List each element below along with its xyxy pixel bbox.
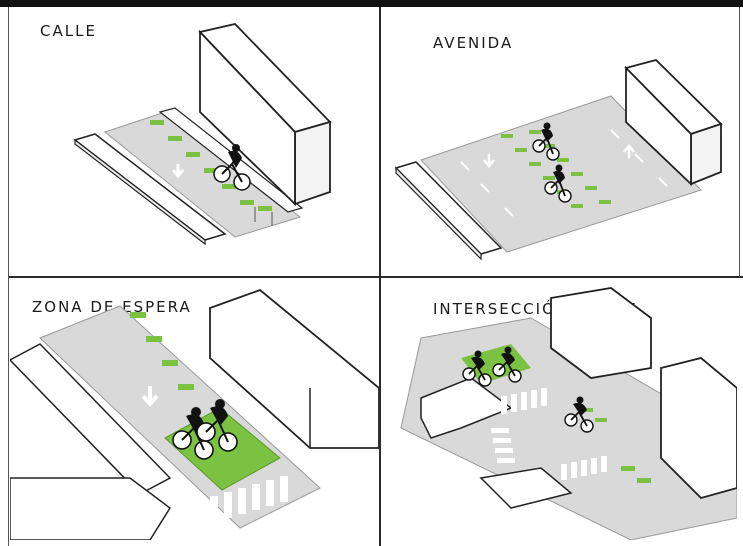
calle-illustration: [73, 23, 332, 246]
cyclist-icon: [492, 346, 522, 383]
panel-zona-de-espera: ZONA DE ESPERA: [10, 278, 379, 540]
top-border: [0, 0, 743, 7]
panel-title: AVENIDA: [433, 34, 514, 52]
panel-title: CALLE: [40, 22, 97, 40]
cyclist-icon: [172, 407, 214, 460]
cyclist-icon: [213, 144, 251, 191]
zona-espera-illustration: [10, 288, 379, 540]
panel-calle: CALLE: [10, 12, 379, 276]
horizontal-divider: [8, 276, 743, 278]
avenida-illustration: [394, 58, 723, 261]
panel-avenida: AVENIDA: [381, 12, 737, 276]
cyclist-icon: [196, 399, 238, 452]
cyclist-icon: [532, 122, 560, 161]
interseccion-illustration: [400, 287, 737, 540]
panel-title: ZONA DE ESPERA: [32, 298, 192, 316]
cyclist-icon: [564, 396, 594, 433]
cyclist-icon: [462, 350, 492, 387]
cyclist-icon: [544, 164, 572, 203]
right-border: [739, 7, 740, 277]
panel-interseccion-cruce: INTERSECCIÓN CRUCE: [381, 278, 737, 540]
left-border: [8, 7, 9, 546]
